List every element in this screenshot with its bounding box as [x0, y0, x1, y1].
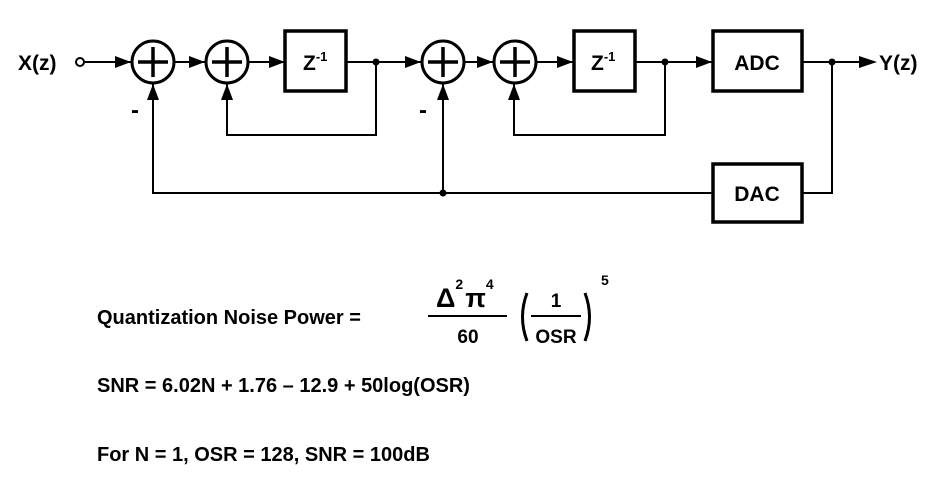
summing-junction-1 [130, 39, 176, 85]
delay-block-2: Z-1 [572, 29, 637, 93]
left-paren [521, 292, 529, 342]
summing-junction-3 [420, 39, 466, 85]
noise-power-formula: Δ2π4 60 1 OSR 5 [428, 272, 609, 348]
junction-dots [372, 58, 836, 197]
dac-label: DAC [734, 183, 780, 206]
arrowheads [115, 56, 877, 100]
delay-exponent: -1 [604, 49, 616, 64]
example-result: For N = 1, OSR = 128, SNR = 100dB [97, 444, 430, 466]
delay-label: Z [591, 52, 604, 75]
snr-formula: SNR = 6.02N + 1.76 – 12.9 + 50log(OSR) [97, 375, 470, 397]
output-label: Y(z) [879, 52, 918, 75]
delay-label: Z [303, 52, 316, 75]
minus-sign-1: - [131, 97, 139, 124]
formula-numerator: Δ2π4 [436, 276, 494, 313]
inner-numerator: 1 [551, 291, 562, 312]
minus-sign-2: - [419, 97, 427, 124]
delay-exponent: -1 [316, 49, 328, 64]
dac-block: DAC [711, 162, 804, 224]
signal-wires [84, 61, 870, 194]
noise-power-label: Quantization Noise Power = [97, 307, 361, 329]
adc-label: ADC [734, 52, 780, 75]
svg-text:Z-1: Z-1 [591, 49, 615, 75]
adc-block: ADC [711, 29, 804, 93]
summing-junction-4 [492, 39, 538, 85]
inner-denominator: OSR [535, 327, 576, 348]
outer-exponent: 5 [601, 272, 609, 288]
svg-text:Z-1: Z-1 [303, 49, 327, 75]
right-paren [583, 292, 591, 342]
input-terminal [75, 57, 85, 67]
summing-junction-2 [204, 39, 250, 85]
formula-denominator: 60 [457, 327, 478, 348]
delay-block-1: Z-1 [283, 29, 348, 93]
input-label: X(z) [18, 52, 57, 75]
